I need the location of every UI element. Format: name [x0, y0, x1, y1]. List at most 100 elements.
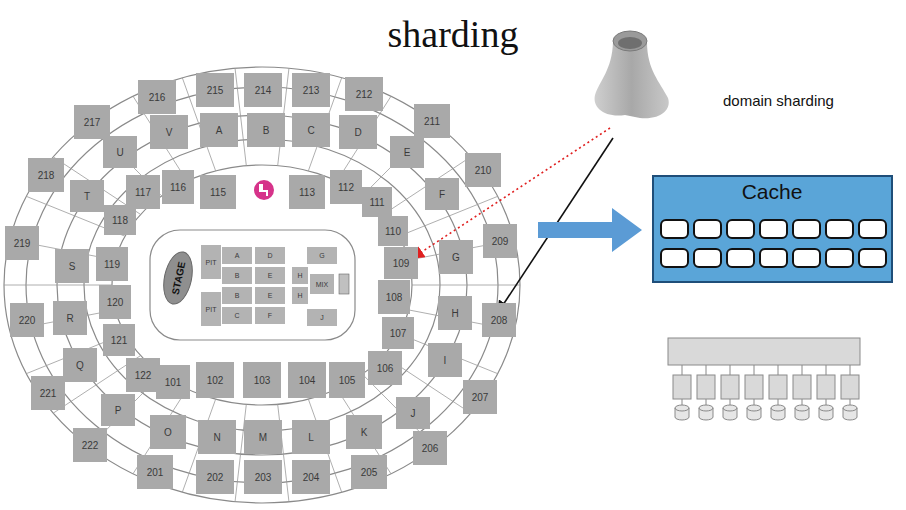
section-label: 116 [170, 182, 186, 193]
seat-section: Q [63, 348, 97, 382]
seat-section: 213 [292, 73, 330, 107]
section-label: 104 [299, 375, 316, 386]
seat-section: 208 [482, 303, 516, 337]
section-label: 211 [424, 116, 440, 127]
seat-section: 217 [74, 105, 110, 139]
seat-section: J [396, 397, 430, 429]
arena-outline [4, 67, 520, 503]
cache-slot [693, 248, 722, 268]
seat-section: 202 [196, 460, 234, 494]
section-label: 113 [299, 187, 315, 198]
section-label: E [268, 272, 273, 279]
cache-slot [825, 248, 854, 268]
seat-section: 106 [368, 351, 402, 385]
seat-section: 207 [463, 380, 497, 414]
title: sharding [0, 12, 906, 56]
section-label: U [116, 147, 123, 158]
floor-section: A [222, 247, 252, 264]
section-label: V [166, 127, 173, 138]
seat-section: 112 [330, 170, 362, 204]
section-label: 219 [14, 238, 31, 249]
section-label: 102 [207, 375, 224, 386]
section-label: E [268, 292, 273, 299]
section-label: 220 [19, 315, 36, 326]
section-label: 105 [339, 375, 356, 386]
cache-slot [792, 219, 821, 239]
seat-section: T [70, 180, 104, 212]
section-label: 212 [356, 89, 373, 100]
seat-section: 219 [5, 226, 39, 260]
section-label: M [259, 432, 267, 443]
seat-section: S [55, 249, 89, 283]
floor-section: PIT [201, 245, 221, 279]
cache-slot [825, 219, 854, 239]
seat-icon [254, 180, 274, 200]
floor-section: PIT [201, 292, 221, 326]
cache-box: Cache [652, 175, 893, 283]
floor-section: MIX [310, 274, 334, 294]
seat-section: 211 [414, 104, 450, 138]
seat-section: 203 [244, 460, 282, 494]
section-label: 206 [422, 443, 439, 454]
seat-section: 108 [378, 280, 410, 314]
seat-section: 111 [362, 187, 392, 217]
seat-section: 120 [99, 285, 131, 319]
seat-section: 201 [137, 455, 173, 489]
section-label: H [297, 292, 302, 299]
seat-section: V [150, 115, 188, 149]
seat-section: 218 [28, 158, 64, 192]
seat-section: 216 [138, 80, 176, 114]
section-label: A [235, 252, 240, 259]
note-label: domain sharding [723, 92, 834, 109]
seat-section: A [200, 113, 238, 147]
section-label: C [234, 312, 239, 319]
sound-booth [339, 274, 349, 294]
section-label: D [354, 127, 361, 138]
section-label: E [404, 147, 411, 158]
cache-slot [858, 219, 887, 239]
cache-slot [726, 248, 755, 268]
section-label: 109 [393, 258, 410, 269]
cache-slot [759, 248, 788, 268]
section-label: 216 [149, 92, 166, 103]
section-label: 118 [112, 215, 128, 226]
section-label: MIX [316, 281, 328, 288]
section-label: H [297, 272, 302, 279]
section-label: STAGE [169, 260, 187, 295]
arena-dividers [4, 68, 520, 502]
floor-section: D [255, 247, 285, 264]
section-label: 221 [40, 388, 57, 399]
section-label: A [216, 125, 223, 136]
cache-slot [693, 219, 722, 239]
section-label: 205 [361, 467, 378, 478]
seat-section: N [198, 420, 236, 454]
section-label: Q [76, 360, 84, 371]
section-label: B [235, 272, 240, 279]
cache-slot [726, 219, 755, 239]
seat-section: 102 [196, 362, 234, 398]
seat-glyph [259, 184, 268, 196]
floor-section: J [307, 309, 337, 326]
section-label: 115 [210, 187, 226, 198]
section-label: 215 [207, 85, 224, 96]
section-label: 218 [38, 170, 55, 181]
section-label: PIT [206, 306, 217, 313]
cache-slot [792, 248, 821, 268]
seat-section: 101 [156, 365, 190, 399]
section-label: PIT [206, 259, 217, 266]
seat-section: B [247, 113, 285, 147]
section-label: G [452, 252, 460, 263]
seat-section: O [150, 415, 186, 449]
user-icon-top [613, 31, 647, 51]
section-label: 112 [338, 182, 354, 193]
section-label: B [235, 292, 240, 299]
seat-section: 209 [483, 224, 517, 258]
block-arrow [538, 208, 642, 252]
section-label: 209 [492, 236, 509, 247]
cache-slot [759, 219, 788, 239]
section-label: F [268, 312, 272, 319]
floor-section: G [307, 247, 337, 264]
section-label: 203 [255, 472, 272, 483]
user-icon [595, 42, 669, 118]
section-label: B [263, 125, 270, 136]
